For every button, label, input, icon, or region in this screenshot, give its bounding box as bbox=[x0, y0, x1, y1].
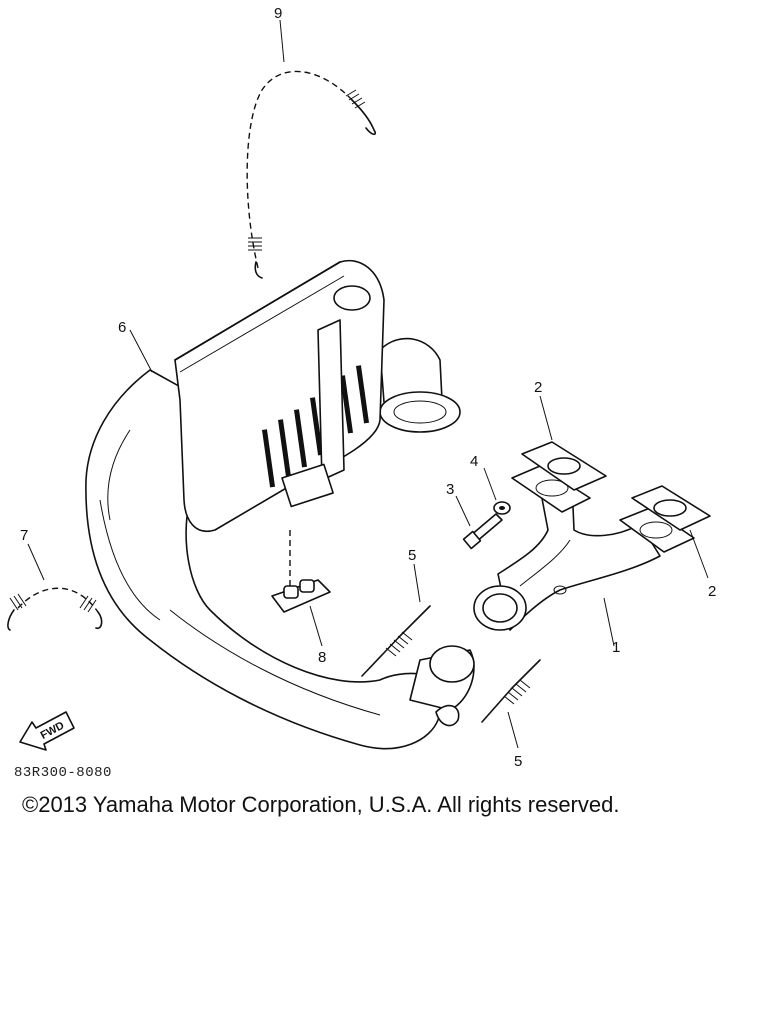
part-9-hose bbox=[246, 19, 377, 279]
part-8-hose bbox=[7, 543, 103, 631]
part-5-spring-upper bbox=[361, 563, 431, 677]
callout-7: 8 bbox=[318, 649, 326, 666]
copyright-notice: ©2013 Yamaha Motor Corporation, U.S.A. A… bbox=[22, 792, 620, 817]
callout-5-lower: 5 bbox=[514, 753, 522, 770]
part-4-washer bbox=[483, 467, 511, 515]
part-2-gasket-upper bbox=[521, 395, 607, 491]
part-6-muffler bbox=[85, 259, 475, 750]
diagram-part-code: 83R300-8080 bbox=[14, 765, 112, 781]
part-3-bolt bbox=[455, 495, 503, 550]
callout-3: 3 bbox=[446, 481, 454, 498]
fwd-arrow-icon: FWD bbox=[19, 711, 75, 751]
callout-4: 4 bbox=[470, 453, 478, 470]
callout-9: 9 bbox=[274, 5, 282, 22]
callout-8: 7 bbox=[20, 527, 28, 544]
part-7-bracket bbox=[271, 530, 331, 647]
callout-2-upper: 2 bbox=[534, 379, 542, 396]
part-5-spring-lower bbox=[481, 659, 541, 749]
callout-5-upper: 5 bbox=[408, 547, 416, 564]
callout-6: 6 bbox=[118, 319, 126, 336]
part-2-gasket-lower bbox=[631, 485, 711, 579]
part-1-manifold bbox=[473, 465, 695, 647]
callout-2-lower: 2 bbox=[708, 583, 716, 600]
exhaust-parts-diagram: FWD 9 6 2 4 3 7 5 2 8 1 5 bbox=[7, 5, 716, 770]
callout-1: 1 bbox=[612, 639, 620, 656]
